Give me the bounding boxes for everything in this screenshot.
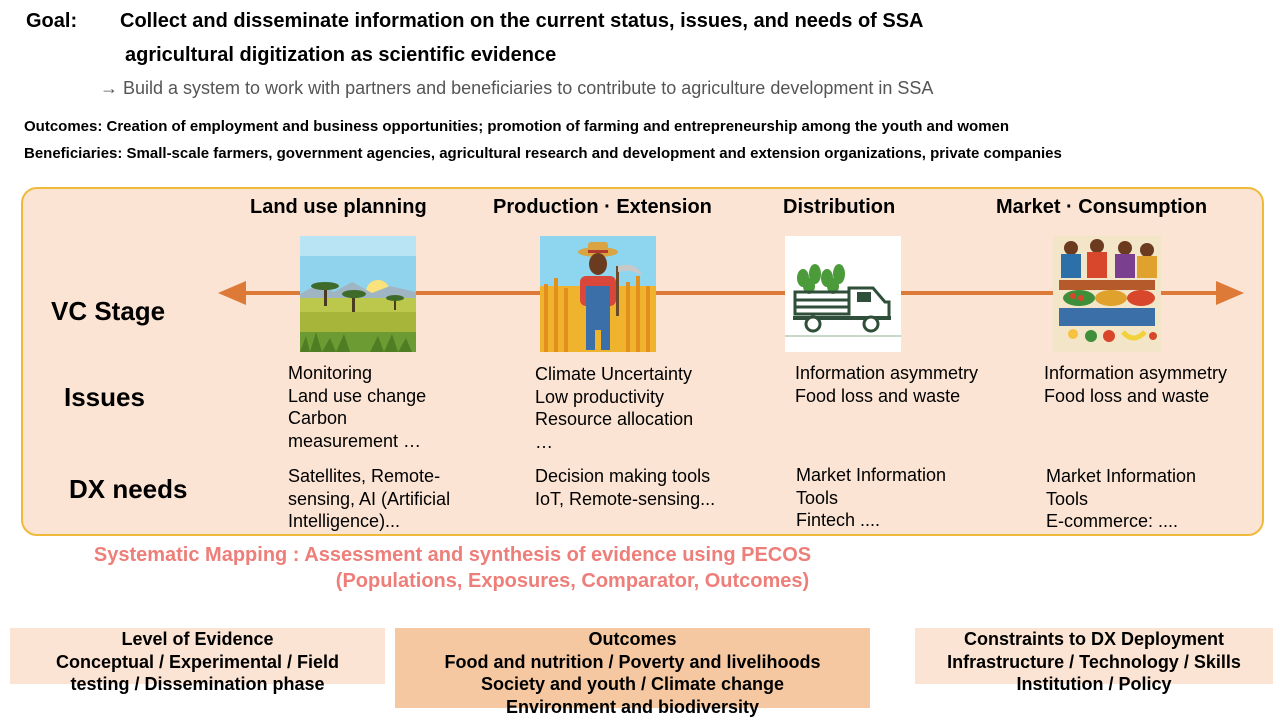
- issue-item: measurement …: [288, 430, 422, 451]
- issue-item: Carbon: [288, 408, 348, 428]
- issue-item: …: [535, 431, 553, 452]
- issue-item: Food loss and waste: [795, 385, 961, 406]
- issues-land-use: Monitoring Land use change Carbon measur…: [288, 362, 426, 452]
- box-line: Infrastructure / Technology / Skills: [947, 651, 1241, 672]
- dx-item: Satellites, Remote-: [288, 466, 441, 486]
- arrow-head-left: [218, 281, 246, 305]
- issue-item: Low productivity: [535, 386, 665, 407]
- stage-title-market: Market · Consumption: [996, 196, 1208, 218]
- market-vendors-illustration: [1053, 236, 1161, 352]
- beneficiaries-statement: Beneficiaries: Small-scale farmers, gove…: [24, 145, 1062, 162]
- stage-title-production: Production · Extension: [493, 196, 712, 218]
- stage-title-distribution: Distribution: [783, 196, 896, 218]
- constraints-box: Constraints to DX Deployment Infrastruct…: [915, 628, 1273, 694]
- row-label-issues: Issues: [64, 382, 145, 412]
- box-heading: Level of Evidence: [121, 629, 274, 649]
- box-line: Food and nutrition / Poverty and livelih…: [444, 651, 821, 672]
- goal-text-line2: agricultural digitization as scientific …: [125, 44, 557, 66]
- box-line: Society and youth / Climate change: [480, 674, 785, 694]
- dx-item: IoT, Remote-sensing...: [535, 488, 716, 509]
- issues-distribution: Information asymmetry Food loss and wast…: [795, 362, 978, 407]
- box-line: testing / Dissemination phase: [70, 674, 325, 694]
- systematic-mapping-text: Systematic Mapping : Assessment and synt…: [0, 542, 905, 594]
- dx-item: Market Information: [796, 465, 947, 485]
- arrow-head-right: [1216, 281, 1244, 305]
- issue-item: Monitoring: [288, 363, 373, 383]
- dx-item: Tools: [1046, 488, 1089, 509]
- dx-item: Market Information: [1046, 466, 1197, 486]
- issue-item: Resource allocation: [535, 409, 694, 429]
- dx-item: sensing, AI (Artificial: [288, 488, 451, 509]
- box-line: Environment and biodiversity: [505, 696, 760, 717]
- box-heading: Outcomes: [588, 629, 677, 649]
- goal-label: Goal:: [26, 10, 78, 32]
- row-label-vc-stage: VC Stage: [51, 296, 166, 326]
- level-of-evidence-box: Level of Evidence Conceptual / Experimen…: [10, 628, 385, 694]
- delivery-truck-icon: [785, 236, 901, 352]
- issues-market: Information asymmetry Food loss and wast…: [1044, 362, 1227, 407]
- dx-item: Intelligence)...: [288, 511, 401, 531]
- savanna-landscape-illustration: [300, 236, 416, 352]
- farmer-in-wheat-field-illustration: [540, 236, 656, 352]
- issue-item: Climate Uncertainty: [535, 364, 693, 384]
- stage-title-land-use: Land use planning: [250, 196, 427, 218]
- dx-item: E-commerce: ....: [1046, 511, 1179, 531]
- row-label-dx-needs: DX needs: [69, 474, 188, 504]
- box-heading: Constraints to DX Deployment: [963, 629, 1225, 649]
- outcomes-box: Outcomes Food and nutrition / Poverty an…: [395, 628, 870, 717]
- issue-item: Land use change: [288, 385, 427, 406]
- dx-item: Decision making tools: [535, 466, 711, 486]
- goal-text-line1: Collect and disseminate information on t…: [120, 10, 924, 32]
- outcomes-statement: Outcomes: Creation of employment and bus…: [24, 118, 1010, 135]
- dx-needs-production: Decision making tools IoT, Remote-sensin…: [535, 465, 715, 510]
- dx-item: Fintech ....: [796, 510, 881, 530]
- goal-subtext: → Build a system to work with partners a…: [100, 78, 934, 98]
- dx-needs-distribution: Market Information Tools Fintech ....: [796, 464, 946, 532]
- box-line: Conceptual / Experimental / Field: [55, 651, 340, 672]
- issues-production: Climate Uncertainty Low productivity Res…: [535, 363, 693, 453]
- issue-item: Information asymmetry: [795, 363, 979, 383]
- mapping-line2: (Populations, Exposures, Comparator, Out…: [335, 570, 810, 592]
- dx-needs-market: Market Information Tools E-commerce: ...…: [1046, 465, 1196, 533]
- issue-item: Information asymmetry: [1044, 363, 1228, 383]
- issue-item: Food loss and waste: [1044, 385, 1210, 406]
- mapping-line1: Systematic Mapping : Assessment and synt…: [93, 544, 812, 566]
- dx-needs-land-use: Satellites, Remote- sensing, AI (Artific…: [288, 465, 450, 533]
- box-line: Institution / Policy: [1016, 674, 1172, 694]
- dx-item: Tools: [796, 487, 839, 508]
